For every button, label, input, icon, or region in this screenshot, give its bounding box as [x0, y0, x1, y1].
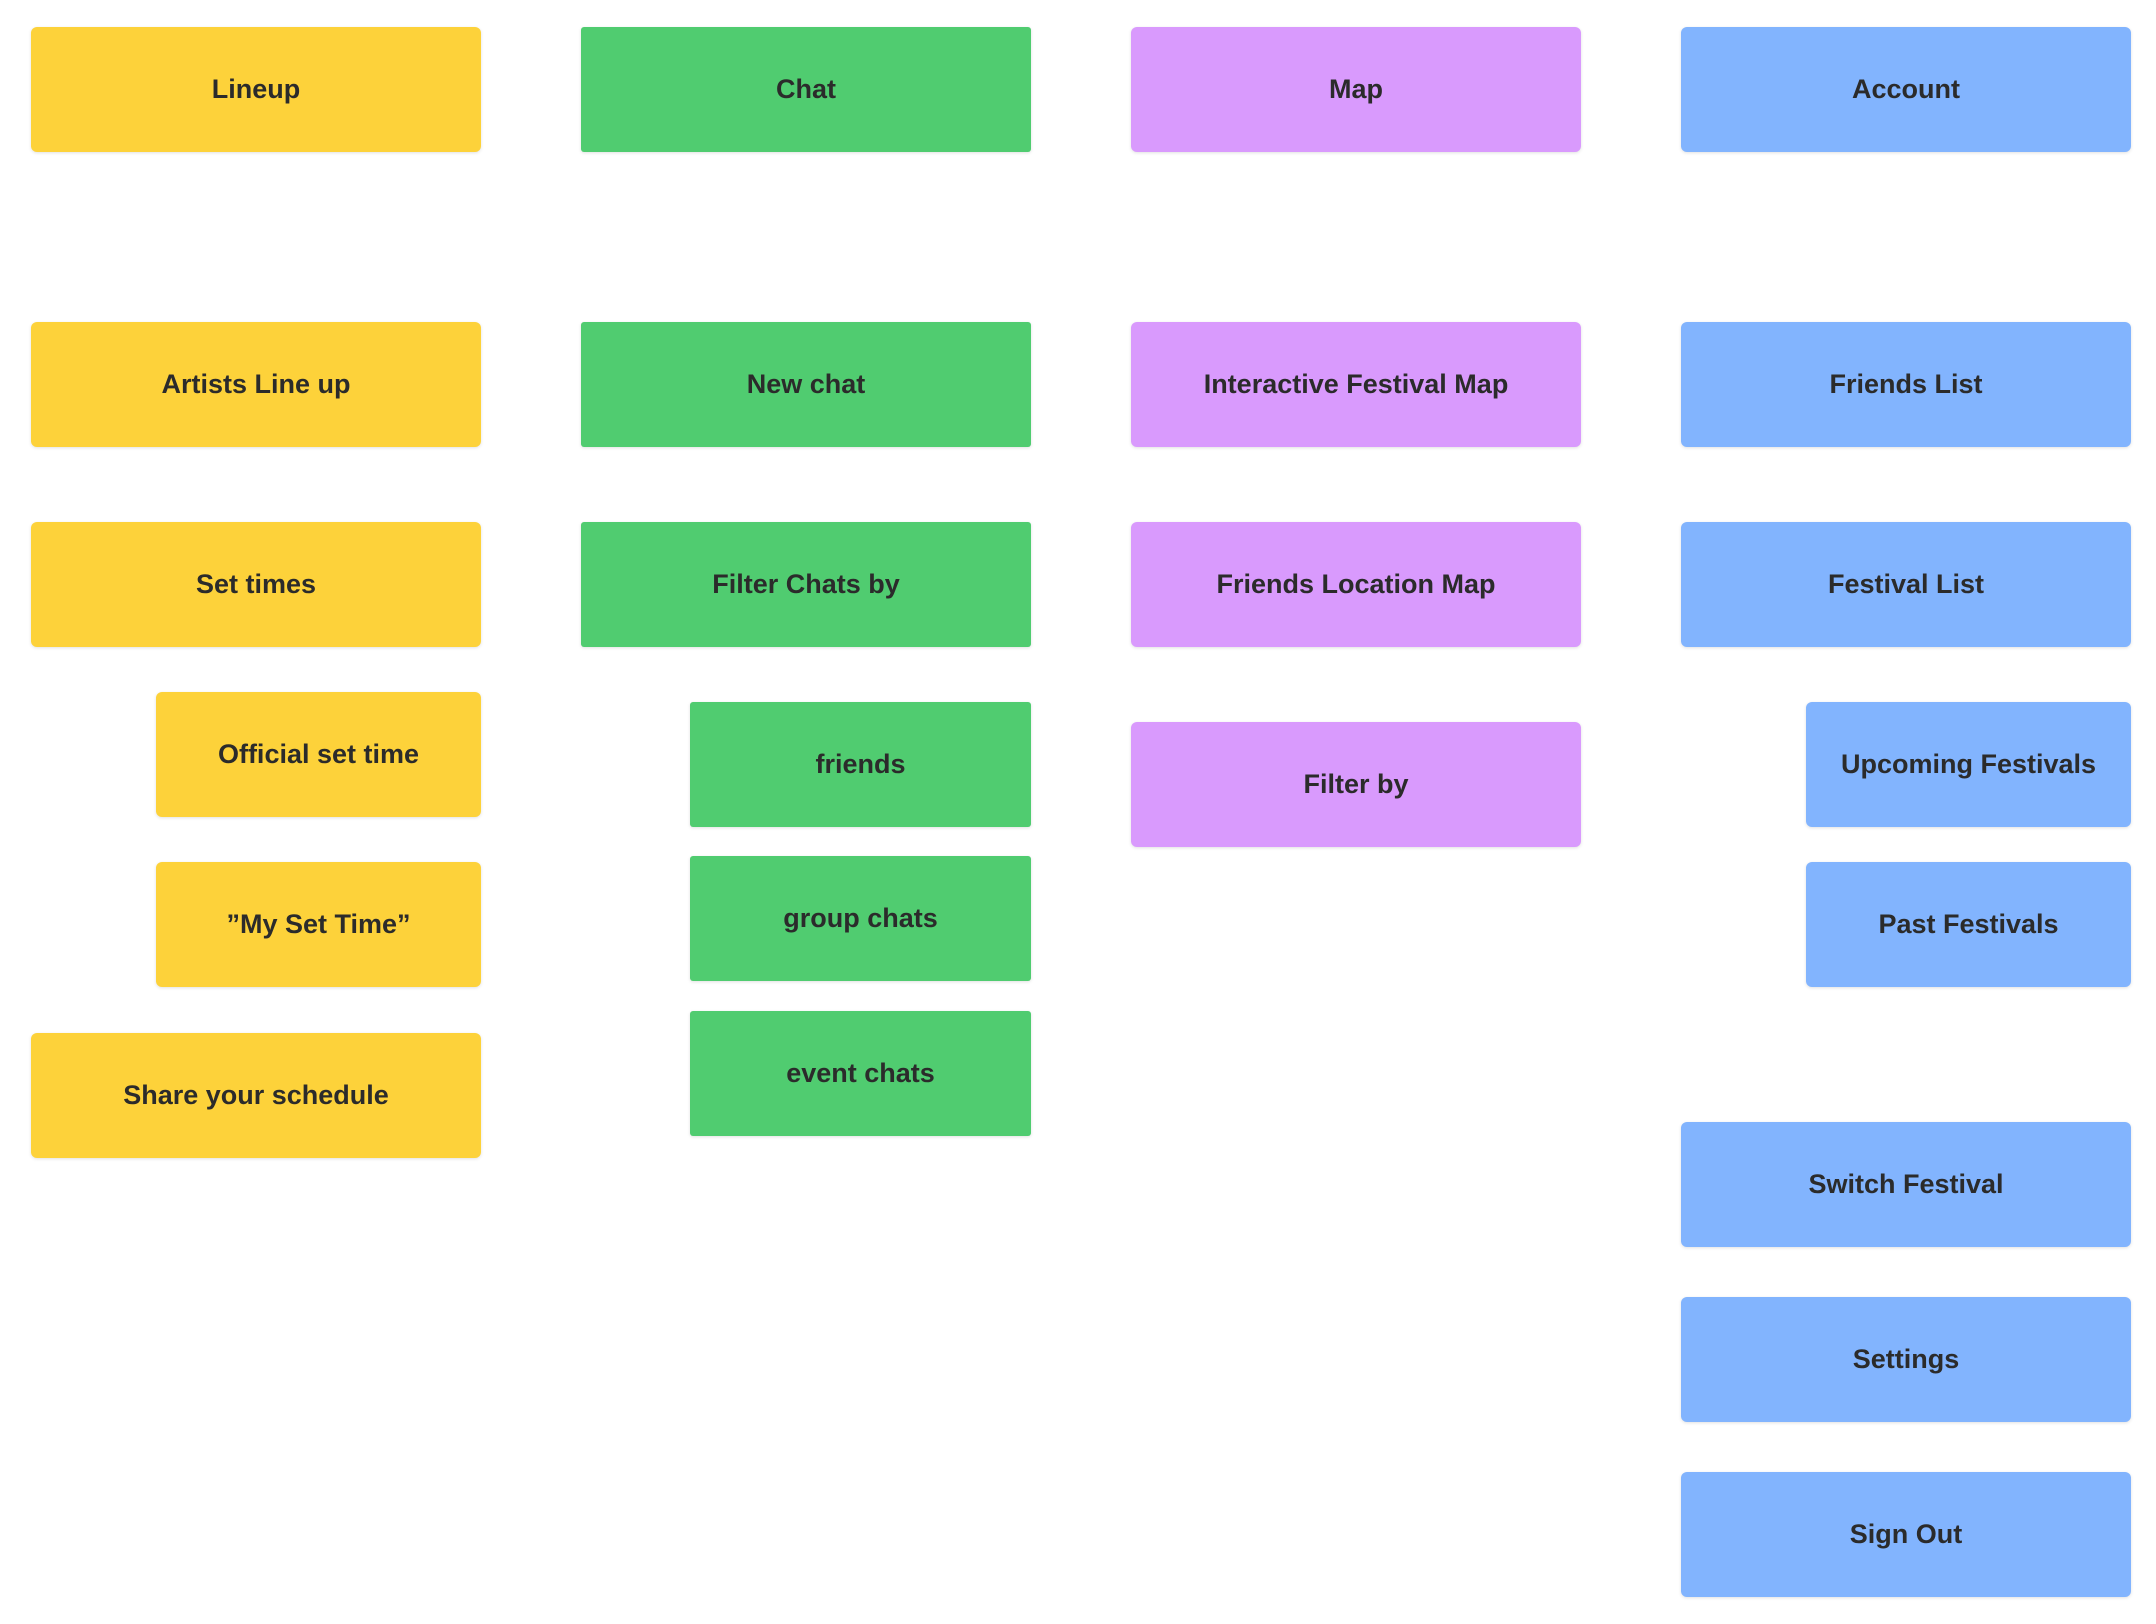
event-chats-node[interactable]: event chats	[690, 1011, 1031, 1136]
my-set-time-node[interactable]: ”My Set Time”	[156, 862, 481, 987]
group-chats-node[interactable]: group chats	[690, 856, 1031, 981]
friends-location-map-node[interactable]: Friends Location Map	[1131, 522, 1581, 647]
chat-header-node[interactable]: Chat	[581, 27, 1031, 152]
sign-out-node[interactable]: Sign Out	[1681, 1472, 2131, 1597]
past-festivals-node[interactable]: Past Festivals	[1806, 862, 2131, 987]
filter-chats-by-node[interactable]: Filter Chats by	[581, 522, 1031, 647]
settings-node[interactable]: Settings	[1681, 1297, 2131, 1422]
official-set-time-node[interactable]: Official set time	[156, 692, 481, 817]
friends-chats-node[interactable]: friends	[690, 702, 1031, 827]
artists-line-up-node[interactable]: Artists Line up	[31, 322, 481, 447]
upcoming-festivals-node[interactable]: Upcoming Festivals	[1806, 702, 2131, 827]
interactive-festival-map-node[interactable]: Interactive Festival Map	[1131, 322, 1581, 447]
friends-list-node[interactable]: Friends List	[1681, 322, 2131, 447]
map-header-node[interactable]: Map	[1131, 27, 1581, 152]
festival-list-node[interactable]: Festival List	[1681, 522, 2131, 647]
switch-festival-node[interactable]: Switch Festival	[1681, 1122, 2131, 1247]
set-times-node[interactable]: Set times	[31, 522, 481, 647]
account-header-node[interactable]: Account	[1681, 27, 2131, 152]
map-filter-by-node[interactable]: Filter by	[1131, 722, 1581, 847]
lineup-header-node[interactable]: Lineup	[31, 27, 481, 152]
new-chat-node[interactable]: New chat	[581, 322, 1031, 447]
share-your-schedule-node[interactable]: Share your schedule	[31, 1033, 481, 1158]
